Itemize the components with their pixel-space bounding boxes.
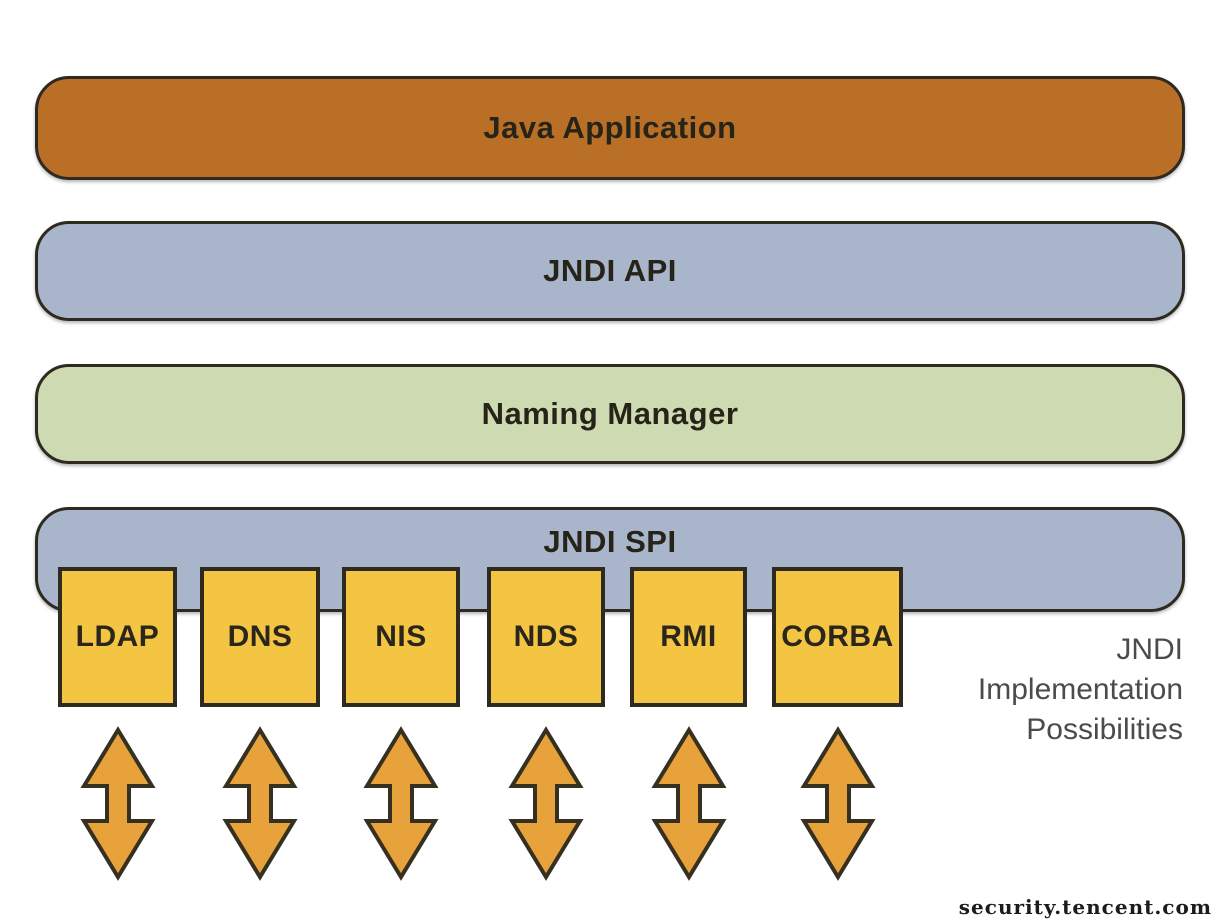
layer-bar-java-application: Java Application — [35, 76, 1185, 180]
provider-box-ldap: LDAP — [58, 567, 177, 707]
provider-label-rmi: RMI — [660, 620, 717, 653]
double-arrow-icon-nds — [508, 726, 584, 881]
provider-label-ldap: LDAP — [75, 620, 160, 653]
provider-box-dns: DNS — [200, 567, 320, 707]
layer-label-java-application: Java Application — [483, 110, 737, 145]
layer-bar-naming-manager: Naming Manager — [35, 364, 1185, 464]
double-arrow-icon-corba — [800, 726, 876, 881]
side-note-jndi-implementation-possibilities: JNDI Implementation Possibilities — [978, 630, 1183, 750]
provider-label-nds: NDS — [513, 620, 579, 653]
layer-label-naming-manager: Naming Manager — [481, 396, 739, 431]
provider-label-nis: NIS — [375, 620, 427, 653]
provider-box-corba: CORBA — [772, 567, 903, 707]
layer-label-jndi-spi: JNDI SPI — [543, 524, 677, 559]
double-arrow-icon-rmi — [651, 726, 727, 881]
side-note-line-1: JNDI — [1116, 633, 1183, 666]
layer-bar-jndi-api: JNDI API — [35, 221, 1185, 321]
layer-label-jndi-api: JNDI API — [543, 253, 677, 288]
provider-label-corba: CORBA — [781, 620, 894, 653]
side-note-line-2: Implementation — [977, 673, 1183, 706]
double-arrow-icon-nis — [363, 726, 439, 881]
provider-box-nds: NDS — [487, 567, 605, 707]
provider-box-nis: NIS — [342, 567, 460, 707]
double-arrow-icon-ldap — [80, 726, 156, 881]
watermark-text: security.tencent.com — [958, 895, 1212, 919]
side-note-line-3: Possibilities — [1026, 713, 1183, 746]
double-arrow-icon-dns — [222, 726, 298, 881]
provider-box-rmi: RMI — [630, 567, 747, 707]
provider-label-dns: DNS — [227, 620, 293, 653]
